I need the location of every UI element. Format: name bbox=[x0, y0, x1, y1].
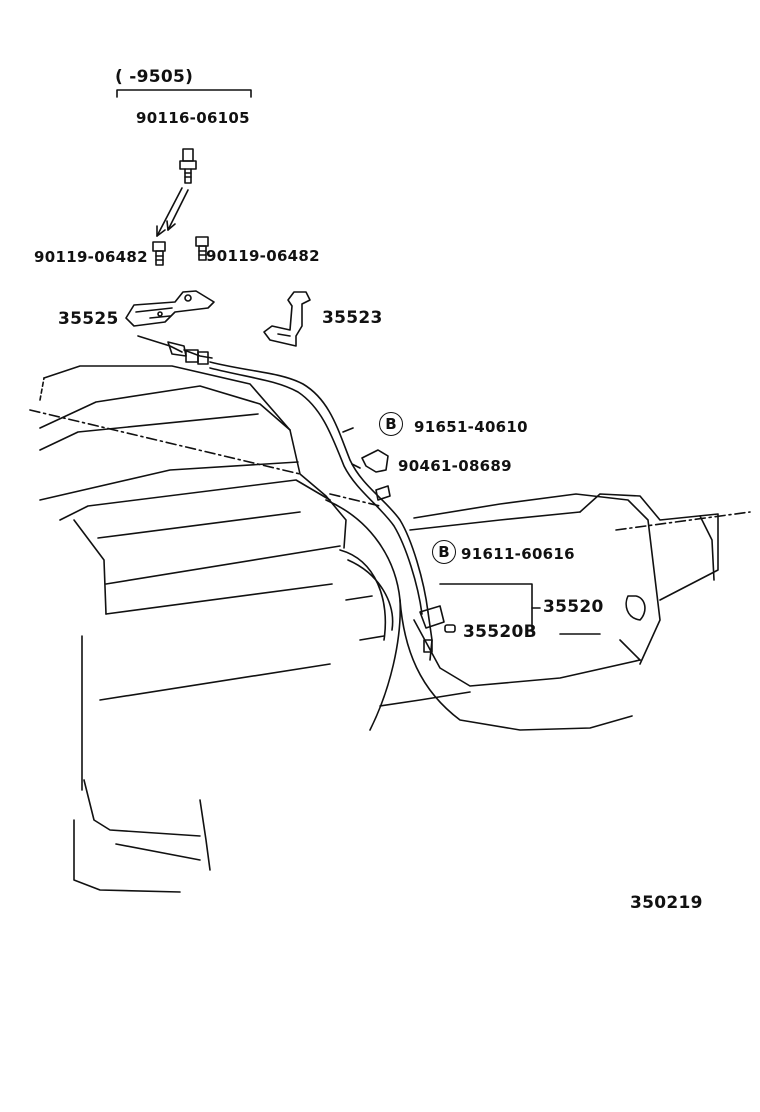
callout-b-circle-1: B bbox=[379, 412, 403, 436]
callout-35520 bbox=[439, 583, 533, 631]
arrow-left bbox=[156, 187, 183, 237]
bolt-left-icon bbox=[152, 241, 166, 266]
part-number-clip-b2: 91611-60616 bbox=[461, 545, 575, 563]
part-number-clip-b1: 91651-40610 bbox=[414, 418, 528, 436]
part-number-cable-b: 35520B bbox=[463, 622, 537, 642]
part-number-cable: 35520 bbox=[543, 597, 604, 617]
callout-b-circle-2: B bbox=[432, 540, 456, 564]
figure-code: 350219 bbox=[630, 893, 703, 913]
clip-icon bbox=[361, 449, 389, 473]
cable-outer-b bbox=[209, 367, 423, 615]
part-number-clip: 90461-08689 bbox=[398, 457, 512, 475]
centerline-output bbox=[615, 511, 751, 531]
part-number-bracket-right: 35523 bbox=[322, 308, 383, 328]
transmission-body bbox=[39, 365, 719, 893]
bracket-35523-icon bbox=[263, 291, 311, 347]
centerline-main bbox=[29, 409, 381, 507]
bolt-top-icon bbox=[179, 148, 197, 184]
range-label: ( -9505) bbox=[115, 67, 194, 87]
part-number-bracket-left: 35525 bbox=[58, 309, 119, 329]
part-number-bolt-top: 90116-06105 bbox=[136, 109, 250, 127]
part-number-bolt-left: 90119-06482 bbox=[34, 248, 148, 266]
bolt-right-icon bbox=[195, 236, 209, 261]
cable-outer-a bbox=[209, 361, 429, 613]
range-bracket bbox=[116, 89, 252, 98]
arrow-right bbox=[167, 189, 189, 231]
part-number-bolt-right: 90119-06482 bbox=[206, 247, 320, 265]
bracket-35525-icon bbox=[125, 290, 215, 327]
